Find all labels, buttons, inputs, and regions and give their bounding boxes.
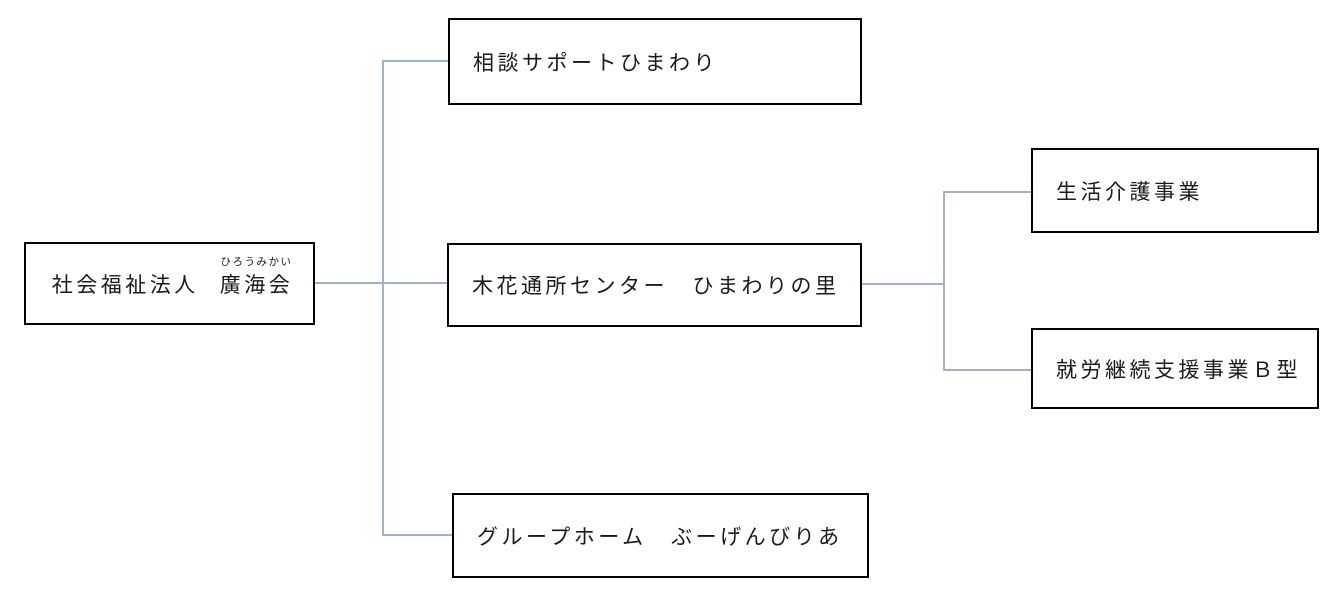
org-root-name-with-furigana: ひろうみかい廣海会	[219, 257, 294, 299]
connector-right-vertical	[943, 191, 945, 371]
org-box-root: 社会福祉法人ひろうみかい廣海会	[24, 242, 315, 325]
connector-center-to-subs	[862, 283, 945, 285]
connector-to-home-branch	[382, 534, 452, 536]
org-box-employment-support-b: 就労継続支援事業Ｂ型	[1031, 328, 1319, 409]
org-root-furigana: ひろうみかい	[220, 256, 293, 268]
branch-label: 相談サポートひまわり	[473, 50, 718, 75]
org-box-group-home: グループホーム ぶーげんびりあ	[452, 493, 869, 578]
org-root-prefix: 社会福祉法人	[51, 272, 199, 297]
connector-root-to-center-branch	[315, 282, 447, 284]
org-box-day-center: 木花通所センター ひまわりの里	[447, 243, 862, 327]
sub-branch-label: 就労継続支援事業Ｂ型	[1056, 357, 1301, 382]
org-box-life-care-service: 生活介護事業	[1031, 148, 1319, 233]
connector-left-vertical	[382, 61, 384, 536]
sub-branch-label: 生活介護事業	[1056, 179, 1203, 204]
connector-to-consult-branch	[382, 60, 448, 62]
branch-label: グループホーム ぶーげんびりあ	[477, 524, 843, 549]
org-root-name: 廣海会	[219, 272, 294, 297]
org-box-consult-support: 相談サポートひまわり	[448, 18, 862, 105]
connector-to-care-sub	[943, 191, 1031, 193]
branch-label: 木花通所センター ひまわりの里	[472, 274, 840, 298]
connector-to-work-sub	[943, 369, 1031, 371]
